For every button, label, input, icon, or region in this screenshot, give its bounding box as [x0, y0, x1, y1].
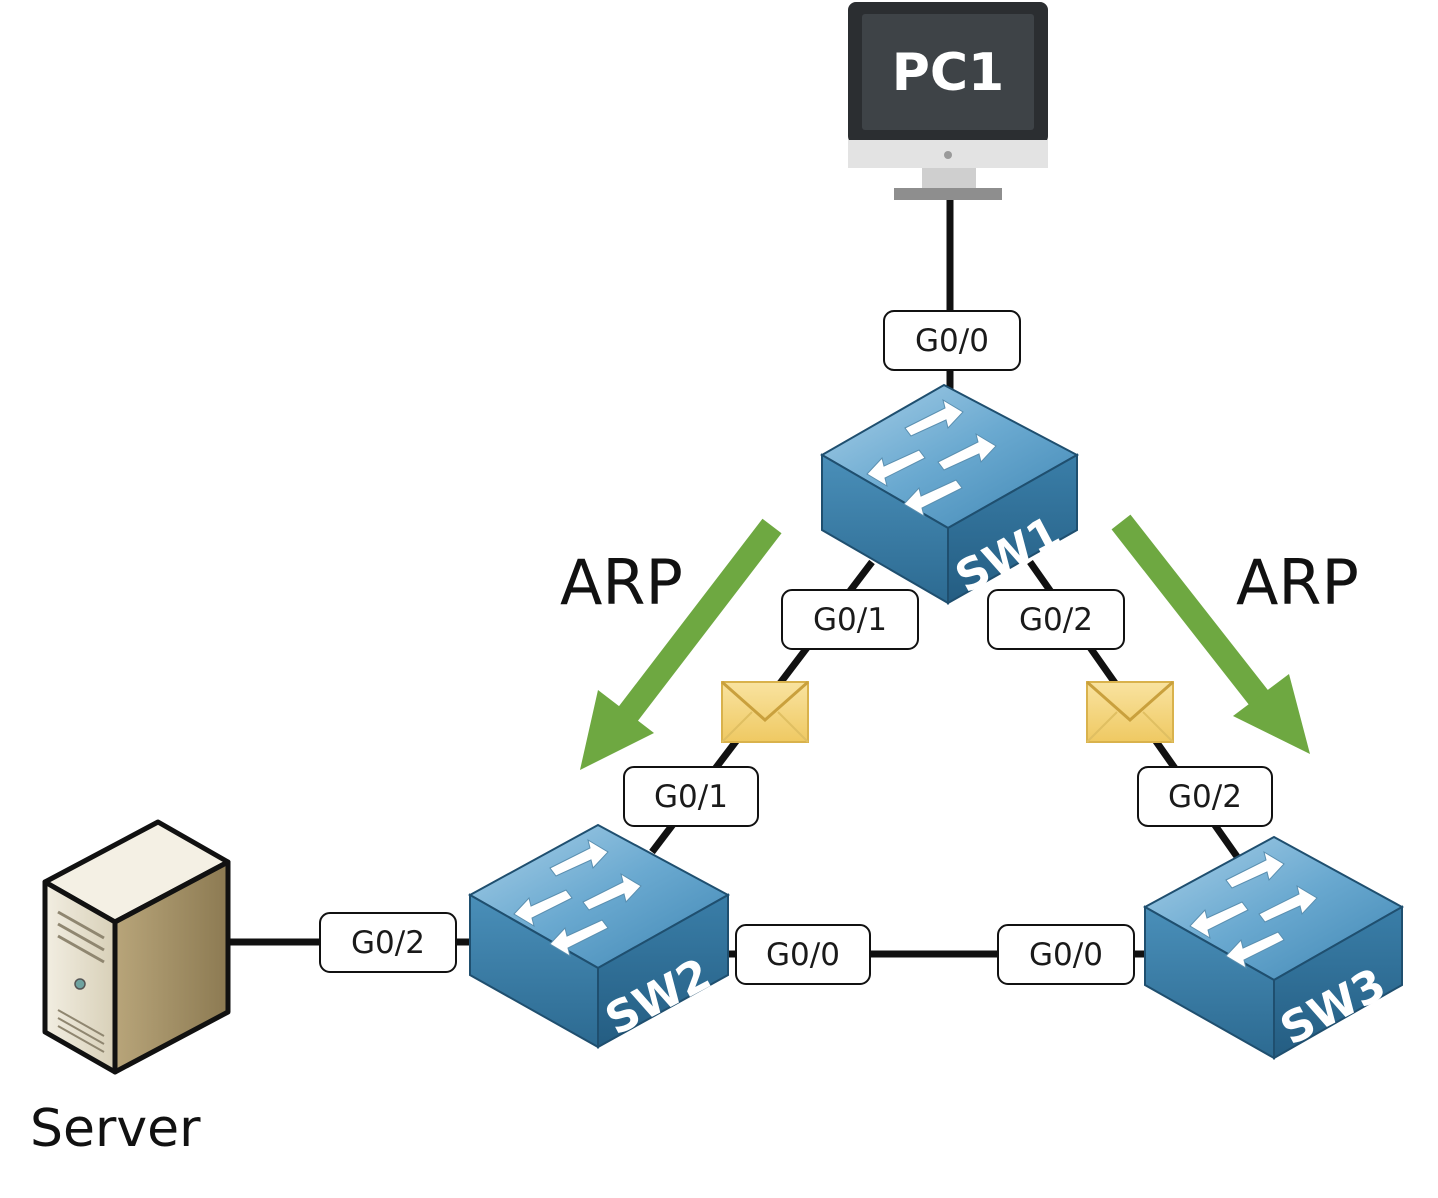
- envelope-icon-left: [721, 680, 809, 743]
- arp-label-left: ARP: [560, 546, 683, 619]
- pc1-monitor[interactable]: PC1: [848, 2, 1048, 200]
- port-label-sw1-g02: G0/2: [987, 589, 1125, 650]
- svg-text:G0/0: G0/0: [915, 323, 989, 359]
- svg-text:G0/1: G0/1: [654, 779, 728, 815]
- pc1-label: PC1: [892, 43, 1004, 103]
- svg-text:G0/1: G0/1: [813, 602, 887, 638]
- switch-sw3[interactable]: SW3: [1142, 835, 1405, 1060]
- switch-arrows-icon: [513, 838, 642, 958]
- port-label-sw1-g01: G0/1: [781, 589, 919, 650]
- port-label-sw3-g00: G0/0: [997, 924, 1135, 985]
- arp-arrow-left: [580, 518, 782, 770]
- svg-text:G0/0: G0/0: [1029, 937, 1103, 973]
- svg-text:G0/2: G0/2: [1168, 779, 1242, 815]
- port-label-sw3-g02: G0/2: [1137, 766, 1273, 827]
- svg-text:G0/0: G0/0: [766, 937, 840, 973]
- svg-text:G0/2: G0/2: [1019, 602, 1093, 638]
- arp-arrow-right: [1111, 514, 1310, 754]
- arp-label-right: ARP: [1236, 546, 1359, 619]
- envelope-icon-right: [1086, 680, 1174, 743]
- server-label: Server: [30, 1099, 201, 1159]
- switch-sw2[interactable]: SW2: [467, 823, 731, 1049]
- port-label-sw2-g01: G0/1: [623, 766, 759, 827]
- svg-text:G0/2: G0/2: [351, 925, 425, 961]
- port-label-sw1-g00: G0/0: [883, 310, 1021, 371]
- switch-arrows-icon: [1189, 850, 1318, 970]
- switch-arrows-icon: [866, 398, 997, 518]
- port-label-sw2-g00: G0/0: [735, 924, 871, 985]
- port-label-sw2-g02: G0/2: [319, 912, 457, 973]
- server-icon[interactable]: [42, 819, 231, 1075]
